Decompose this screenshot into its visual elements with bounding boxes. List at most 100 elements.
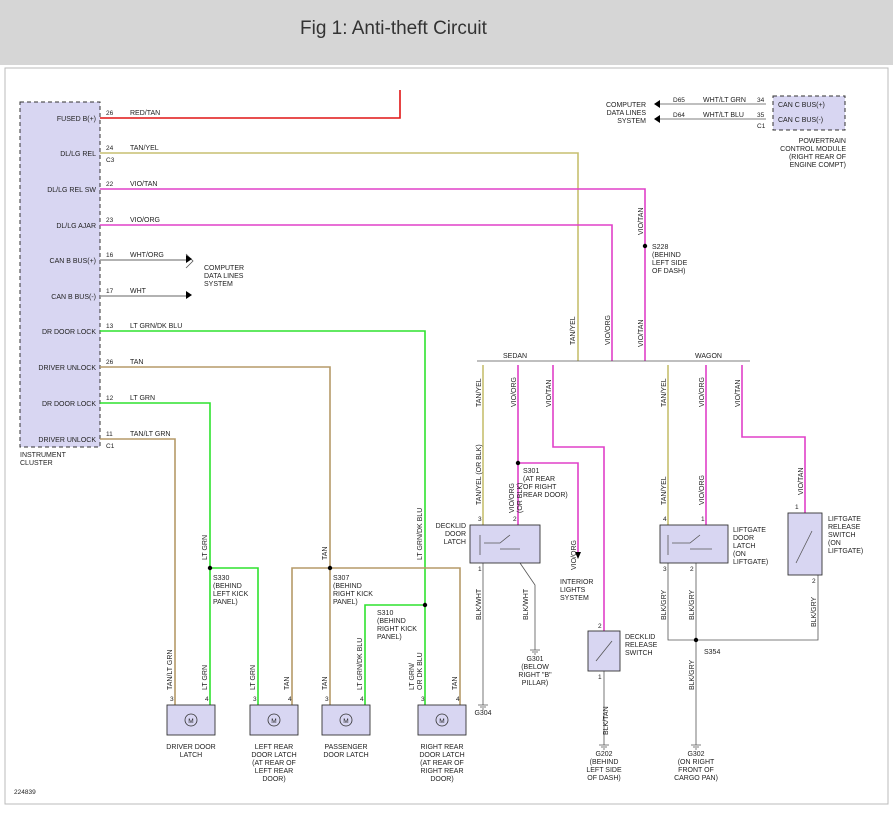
motor-letter: M: [188, 718, 193, 725]
cluster-pin-label: DL/LG AJAR: [56, 223, 96, 230]
cluster-pin-number: 13: [106, 323, 114, 330]
cluster-pin-number: 12: [106, 395, 114, 402]
wire-label: TAN/YEL: [476, 378, 483, 407]
wire-label: TAN: [322, 677, 329, 690]
can-b-arrow-minus: [186, 291, 192, 299]
liftgate-release-symbol: [795, 530, 813, 564]
wire-label: VIO/ORG: [511, 377, 518, 407]
wire-label: LT GRN/DK BLU: [357, 638, 364, 690]
connector-label: C3: [106, 157, 115, 164]
pin-number: 1: [701, 516, 705, 523]
splice-dot: [642, 243, 648, 249]
wire-g301: [519, 562, 536, 650]
splice-dot: [515, 460, 521, 466]
motor-letter: M: [439, 718, 444, 725]
g304-label: G304: [474, 710, 491, 717]
wires: [100, 90, 819, 750]
pcm-box: [772, 95, 846, 131]
wire-label: VIO/ORG: [699, 377, 706, 407]
cluster-wire-label: LT GRN/DK BLU: [130, 323, 182, 330]
cluster-wire-label: WHT/ORG: [130, 252, 164, 259]
pin-number: 3: [421, 696, 425, 703]
wire-label: LT GRN: [250, 665, 257, 690]
pin-number: 4: [360, 696, 364, 703]
liftgate-latch-switch-symbol: [667, 534, 712, 555]
wire-label: VIO/TAN: [546, 380, 553, 407]
wire-label: LT GRN/DK BLU: [417, 508, 424, 560]
wire-tan-unlock: [100, 366, 331, 705]
cluster-pin-number: 26: [106, 110, 114, 117]
wire-label: VIO/TAN: [638, 208, 645, 235]
door-latch-box: [166, 704, 216, 736]
wire-label: TAN/LT GRN: [167, 650, 174, 690]
pcm-wire-label: WHT/LT GRN: [703, 97, 746, 104]
wire-tan-lt-grn: [100, 438, 176, 705]
cluster-wire-label: RED/TAN: [130, 110, 160, 117]
decklid-door-latch-box: [469, 524, 541, 564]
cluster-wire-label: TAN/LT GRN: [130, 431, 170, 438]
pin-number: 2: [690, 566, 694, 573]
can-b-arrow-plus: [186, 255, 192, 263]
cluster-pin-number: 16: [106, 252, 114, 259]
wagon-label: WAGON: [695, 353, 722, 360]
pcm-pin-number: 35: [757, 112, 765, 119]
s354-label: S354: [704, 649, 720, 656]
wire-label: BLK/TAN: [603, 706, 610, 735]
splice-dot: [422, 602, 428, 608]
wire-label: BLK/GRY: [811, 596, 818, 627]
door-latch-box: [417, 704, 467, 736]
diagram-frame: [4, 67, 889, 805]
wire-label: BLK/WHT: [476, 588, 483, 620]
pcm-wire-label: WHT/LT BLU: [703, 112, 744, 119]
wire-label: TAN/YEL (OR BLK): [476, 444, 483, 505]
ground-symbol-g202: [599, 744, 609, 750]
wire-label: LT GRN/OR DK BLU: [409, 652, 424, 690]
can-c-arrow-minus: [654, 115, 660, 123]
liftgate-release-switch-box: [787, 512, 823, 576]
figure-title: Fig 1: Anti-theft Circuit: [300, 18, 487, 39]
cluster-wire-label: TAN: [130, 359, 143, 366]
motor-symbol: [267, 713, 281, 727]
wire-s307-branch: [291, 567, 330, 705]
motor-symbol: [339, 713, 353, 727]
wire-tan-yel-dl-rel: [100, 152, 579, 361]
cluster-pin-number: 11: [106, 431, 113, 438]
cluster-pin-label: DL/LG REL SW: [47, 187, 96, 194]
interior-lights-arrow: [575, 552, 581, 559]
door-latch-box: [249, 704, 299, 736]
cluster-pin-label: DRIVER UNLOCK: [38, 437, 96, 444]
wire-label: TAN/YEL: [661, 378, 668, 407]
pin-number: 4: [205, 696, 209, 703]
cluster-wire-label: VIO/TAN: [130, 181, 157, 188]
splice-dot: [207, 565, 213, 571]
wire-label: LT GRN: [202, 665, 209, 690]
door-latch-box: [321, 704, 371, 736]
wire-s307-right: [330, 567, 461, 705]
cluster-wire-label: VIO/ORG: [130, 217, 160, 224]
cluster-pin-label: CAN B BUS(+): [50, 258, 96, 265]
pin-number: 4: [288, 696, 292, 703]
motor-symbol: [184, 713, 198, 727]
cluster-pin-label: DL/LG REL: [60, 151, 96, 158]
wire-label: TAN: [452, 677, 459, 690]
wire-label: VIO/TAN: [638, 320, 645, 347]
cluster-pin-label: DR DOOR LOCK: [42, 401, 96, 408]
cluster-pin-label: DRIVER UNLOCK: [38, 365, 96, 372]
pcm-circuit-label: D64: [673, 112, 685, 119]
wire-lt-grn-lock: [100, 402, 211, 705]
pin-number: 3: [170, 696, 174, 703]
